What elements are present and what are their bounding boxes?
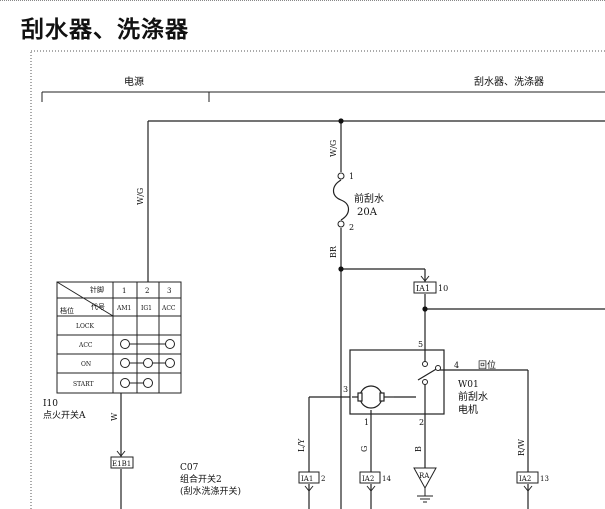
- wire-label-wg-top: W/G: [329, 140, 338, 157]
- combo-switch-name: 组合开关2: [180, 473, 222, 485]
- switch-pos-acc: ACC: [78, 342, 93, 349]
- motor-pin5: 5: [418, 340, 423, 349]
- wire-label-w: W: [110, 412, 119, 421]
- ground-ra-triangle: [413, 467, 437, 490]
- motor-pin2: 2: [419, 418, 424, 427]
- fuse-pin1: 1: [349, 172, 354, 181]
- fuse-terminals: [337, 172, 441, 385]
- switch-pin-1: 1: [122, 287, 126, 295]
- switch-pos-lock: LOCK: [76, 323, 94, 330]
- motor-name1: 前刮水: [458, 390, 488, 403]
- connector-ia1-bottom: IA1: [301, 475, 313, 483]
- motor-name2: 电机: [458, 403, 478, 416]
- connector-ia2-left-pin: 14: [382, 475, 391, 483]
- connector-ia2-right: IA2: [519, 475, 531, 483]
- ignition-name: 点火开关A: [43, 409, 86, 421]
- switch-header-code: 代号: [91, 302, 105, 311]
- page-title: 刮水器、洗涤器: [21, 17, 189, 43]
- switch-code-am1: AM1: [116, 305, 131, 312]
- motor-pin3: 3: [343, 385, 348, 394]
- top-border: [0, 0, 605, 1]
- connector-ia1-top-box: [413, 281, 437, 294]
- motor-id: W01: [458, 380, 479, 390]
- switch-code-acc: ACC: [161, 305, 176, 312]
- arrow-ia1-bottom: [304, 485, 314, 492]
- switch-header-pos: 档位: [60, 306, 74, 315]
- switch-pin-3: 3: [167, 287, 171, 295]
- connector-ia1-top-pin: 10: [438, 284, 448, 293]
- wire-label-ly: L/Y: [297, 438, 306, 452]
- switch-pos-on: ON: [81, 361, 91, 368]
- arrow-e1b1: [116, 450, 126, 457]
- connector-ia1-bottom-pin: 2: [321, 475, 325, 483]
- arrow-ia2-left: [366, 485, 376, 492]
- connector-ia2-right-box: [516, 471, 539, 484]
- switch-pin-2: 2: [145, 287, 149, 295]
- switch-header-pin: 针脚: [90, 285, 104, 294]
- section-wiper-label: 刮水器、洗涤器: [474, 75, 544, 88]
- connector-e1b1-box: [110, 456, 134, 469]
- switch-contacts: [120, 339, 175, 388]
- arrow-ia1-top: [420, 275, 430, 282]
- combo-switch-id: C07: [180, 463, 199, 473]
- fuse-pin2: 2: [349, 223, 354, 232]
- section-power-label: 电源: [124, 75, 144, 88]
- switch-table: [56, 281, 182, 394]
- diagram-frame: [30, 50, 605, 509]
- wire-label-rw: R/W: [517, 438, 526, 456]
- wires: [120, 120, 605, 509]
- motor-pin1: 1: [364, 418, 369, 427]
- connector-e1b1: E1B1: [112, 460, 131, 468]
- junction-dots: [338, 118, 428, 312]
- switch-pos-start: START: [73, 381, 94, 388]
- connector-ia1-bottom-box: [298, 471, 320, 484]
- connector-ia2-left: IA2: [362, 475, 374, 483]
- wire-label-wg-left: W/G: [136, 188, 145, 205]
- motor-park-label: 回位: [478, 359, 496, 371]
- motor-pin4: 4: [454, 361, 459, 370]
- section-bracket: [41, 91, 605, 102]
- wire-label-br: BR: [329, 245, 338, 258]
- connector-ra: RA: [419, 472, 430, 480]
- arrow-ia2-right: [523, 485, 533, 492]
- connector-ia2-left-box: [359, 471, 381, 484]
- ignition-id: I10: [43, 399, 58, 409]
- fuse-name: 前刮水: [354, 192, 384, 205]
- connector-ia2-right-pin: 13: [540, 475, 549, 483]
- fuse-rating: 20A: [357, 207, 378, 218]
- wire-label-g: G: [360, 446, 369, 452]
- connector-ia1-top: IA1: [416, 284, 430, 293]
- ground-symbol: [417, 488, 433, 503]
- wire-label-b: B: [414, 446, 423, 452]
- switch-code-ig1: IG1: [141, 305, 152, 312]
- combo-switch-sub: (刮水洗涤开关): [180, 485, 241, 497]
- motor-symbol: [357, 385, 385, 409]
